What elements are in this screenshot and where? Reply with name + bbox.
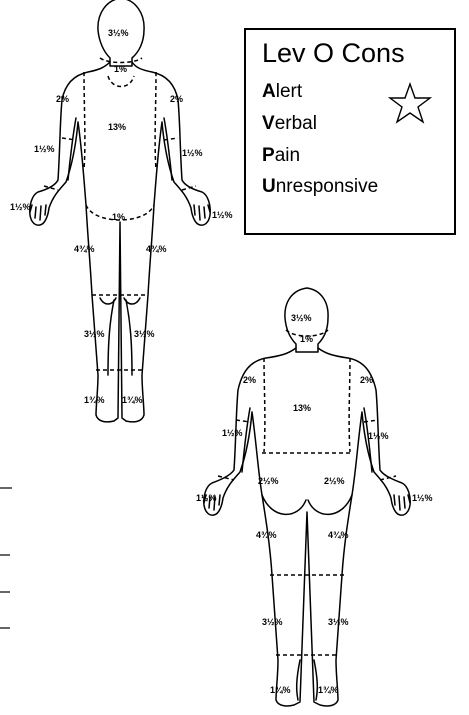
back-left-hand-pct: 1½% bbox=[196, 493, 217, 503]
front-right-thigh-pct: 4¾% bbox=[146, 244, 167, 254]
front-right-forearm-pct: 1½% bbox=[182, 148, 203, 158]
back-left-foot-pct: 1¾% bbox=[270, 685, 291, 695]
legend-item-unresponsive: Unresponsive bbox=[262, 176, 378, 198]
form-lines bbox=[0, 488, 12, 628]
back-left-buttock-pct: 2½% bbox=[258, 476, 279, 486]
front-left-hand-pct: 1½% bbox=[10, 202, 31, 212]
legend-letter: V bbox=[262, 113, 275, 134]
back-left-forearm-pct: 1½% bbox=[222, 428, 243, 438]
back-right-foot-pct: 1¾% bbox=[318, 685, 339, 695]
star-icon bbox=[388, 82, 432, 126]
back-neck-pct: 1% bbox=[300, 334, 313, 344]
front-right-leg-pct: 3½% bbox=[134, 329, 155, 339]
front-left-leg-pct: 3½% bbox=[84, 329, 105, 339]
front-left-thigh-pct: 4¾% bbox=[74, 244, 95, 254]
legend-text: lert bbox=[276, 81, 302, 102]
legend-text: erbal bbox=[275, 113, 317, 134]
back-left-leg-pct: 3½% bbox=[262, 617, 283, 627]
legend-item-alert: Alert bbox=[262, 81, 302, 103]
front-right-upper-arm-pct: 2% bbox=[170, 94, 183, 104]
front-head-pct: 3½% bbox=[108, 28, 129, 38]
back-left-thigh-pct: 4¾% bbox=[256, 530, 277, 540]
front-right-foot-pct: 1¾% bbox=[122, 395, 143, 405]
front-right-hand-pct: 1½% bbox=[212, 210, 233, 220]
back-left-upper-arm-pct: 2% bbox=[243, 375, 256, 385]
front-body-outline bbox=[30, 62, 210, 422]
legend-title: Lev O Cons bbox=[262, 38, 405, 68]
loc-legend-box: Lev O Cons Alert Verbal Pain Unresponsiv… bbox=[244, 28, 456, 235]
legend-letter: U bbox=[262, 176, 276, 197]
back-body-outline bbox=[204, 348, 410, 706]
back-right-leg-pct: 3½% bbox=[328, 617, 349, 627]
front-left-foot-pct: 1¾% bbox=[84, 395, 105, 405]
legend-item-verbal: Verbal bbox=[262, 113, 317, 135]
back-right-forearm-pct: 1½% bbox=[368, 431, 389, 441]
front-trunk-pct: 13% bbox=[108, 122, 126, 132]
front-genital-pct: 1% bbox=[112, 212, 125, 222]
back-percent-labels: 3½% 1% 2% 2% 13% 1½% 1½% 2½% 2½% 1½% 1½%… bbox=[196, 313, 433, 695]
back-right-upper-arm-pct: 2% bbox=[360, 375, 373, 385]
back-head-pct: 3½% bbox=[291, 313, 312, 323]
legend-text: nresponsive bbox=[276, 176, 378, 197]
front-left-upper-arm-pct: 2% bbox=[56, 94, 69, 104]
front-neck-pct: 1% bbox=[114, 64, 127, 74]
back-right-hand-pct: 1½% bbox=[412, 493, 433, 503]
back-right-buttock-pct: 2½% bbox=[324, 476, 345, 486]
legend-item-pain: Pain bbox=[262, 145, 300, 167]
front-left-forearm-pct: 1½% bbox=[34, 144, 55, 154]
back-figure bbox=[204, 288, 410, 706]
legend-letter: P bbox=[262, 145, 275, 166]
legend-text: ain bbox=[275, 145, 300, 166]
back-trunk-pct: 13% bbox=[293, 403, 311, 413]
legend-letter: A bbox=[262, 81, 276, 102]
back-right-thigh-pct: 4¾% bbox=[328, 530, 349, 540]
